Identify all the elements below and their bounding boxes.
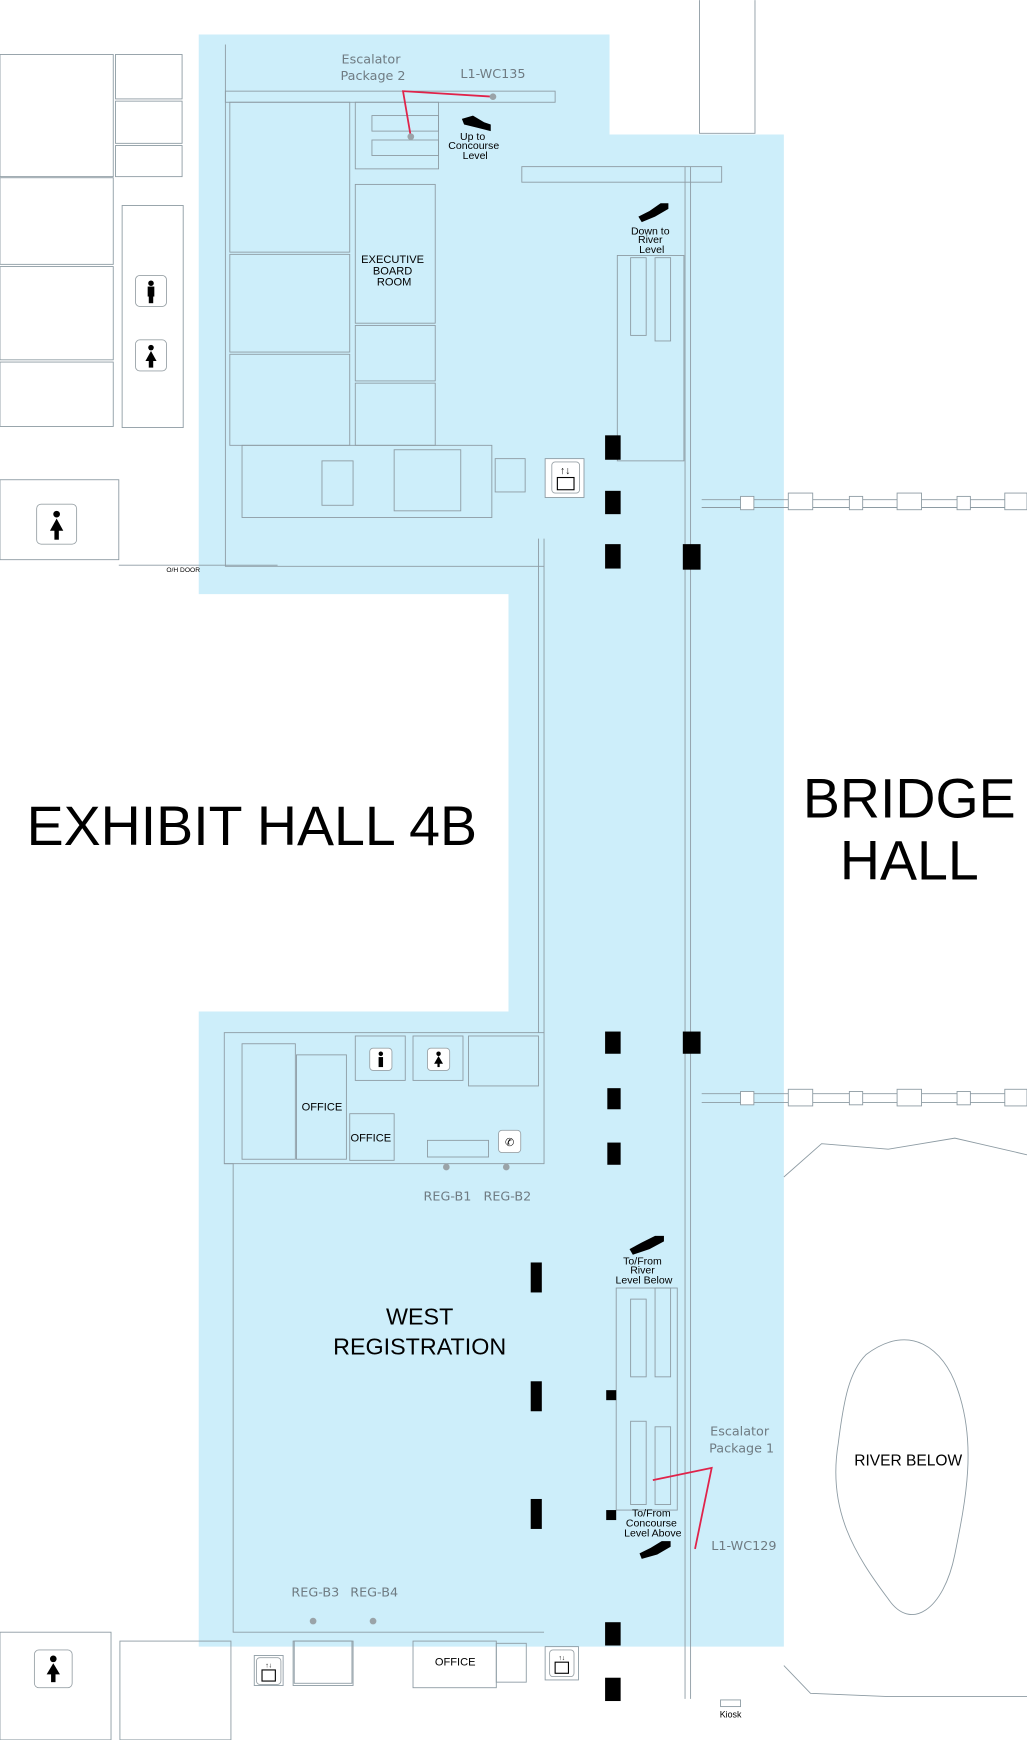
reg-b2-label: REG-B2 (483, 1189, 531, 1204)
bridge-hall-label-line2: HALL (840, 829, 979, 891)
oh-door-label: O/H DOOR (166, 567, 200, 574)
mens-restroom-icon (135, 275, 167, 307)
womens-restroom-icon (135, 339, 167, 372)
up-to-concourse-label: Up to Concourse Level (448, 131, 502, 162)
reg-b3-label: REG-B3 (291, 1586, 339, 1601)
callout-lines (309, 90, 713, 1625)
to-from-concourse-above-label: To/From Concourse Level Above (624, 1508, 682, 1540)
office-label: OFFICE (435, 1657, 476, 1669)
to-from-river-below-label: To/From River Level Below (616, 1256, 673, 1287)
bridge-hall-label-line1: BRIDGE (803, 767, 1016, 829)
svg-text:↑↓: ↑↓ (558, 1655, 565, 1662)
west-registration-line1: WEST (386, 1304, 453, 1330)
kiosk-label: Kiosk (720, 1710, 742, 1720)
bridge-connectors (740, 492, 1027, 1107)
river-below-label: RIVER BELOW (854, 1453, 962, 1470)
womens-restroom-icon (33, 1649, 73, 1689)
escalator-icon (461, 115, 671, 1559)
elevator-icon: ↑↓ (549, 1649, 575, 1678)
elevator-icon: ↑↓ (551, 461, 581, 494)
svg-text:↑↓: ↑↓ (265, 1663, 272, 1670)
mens-restroom-icon (369, 1047, 393, 1071)
elevator-icon: ↑↓ (256, 1657, 282, 1685)
phone-icon: ✆ (498, 1129, 522, 1154)
womens-restroom-icon (36, 503, 78, 545)
office-label: OFFICE (302, 1101, 343, 1113)
reg-b4-label: REG-B4 (350, 1586, 398, 1601)
down-to-river-label: Down to River Level (631, 225, 673, 256)
office-label: OFFICE (350, 1132, 391, 1144)
womens-restroom-icon (427, 1047, 451, 1071)
executive-board-room-label: EXECUTIVE BOARD ROOM (361, 254, 427, 288)
structural-columns (530, 435, 701, 1702)
wc129-label: L1-WC129 (711, 1539, 776, 1554)
reg-b1-label: REG-B1 (424, 1189, 472, 1204)
escalator-treads (293, 115, 672, 1684)
escalator-package-1-label: Escalator Package 1 (709, 1425, 774, 1457)
wc135-label: L1-WC135 (460, 67, 525, 82)
escalator-package-2-label: Escalator Package 2 (341, 52, 406, 84)
exhibit-hall-label: EXHIBIT HALL 4B (27, 795, 477, 857)
highlighted-area (198, 34, 784, 1647)
svg-text:✆: ✆ (505, 1137, 514, 1149)
kiosk-icon (720, 1699, 741, 1708)
svg-text:↑↓: ↑↓ (560, 465, 571, 477)
west-registration-line2: REGISTRATION (333, 1334, 506, 1360)
